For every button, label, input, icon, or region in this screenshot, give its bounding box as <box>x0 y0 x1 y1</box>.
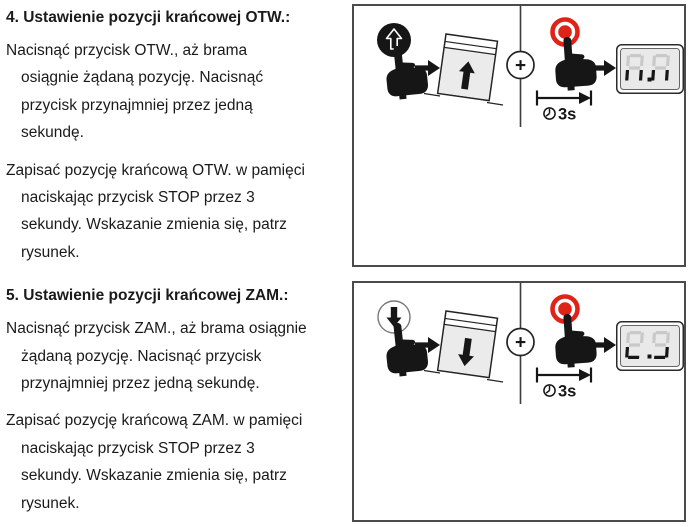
arrow-right-icon <box>591 337 616 353</box>
press-hand-icon <box>555 36 597 91</box>
hold-duration-label: 3s <box>558 106 576 124</box>
duration-arrowhead-icon <box>579 92 591 104</box>
instruction-line: Nacisnąć przycisk OTW., aż brama <box>6 42 248 59</box>
instruction-line: sekundy. Wskazanie zmienia się, patrz <box>21 467 287 485</box>
instruction-line: rysunek. <box>21 494 80 512</box>
plus-icon: + <box>506 50 535 80</box>
seven-segment-display <box>616 321 684 371</box>
instruction-line: sekundy. Wskazanie zmienia się, patrz <box>21 216 287 234</box>
instruction-line: Nacisnąć przycisk ZAM., aż brama osiągni… <box>6 320 307 338</box>
svg-text:+: + <box>515 333 526 354</box>
section-heading: 4. Ustawienie pozycji krańcowej OTW.: <box>6 9 291 26</box>
press-hand-icon <box>555 313 597 368</box>
instruction-line: rysunek. <box>21 243 80 261</box>
instruction-paragraph: Nacisnąć przycisk OTW., aż brama osiągni… <box>6 37 350 147</box>
otw-diagram: + 3s <box>377 6 684 127</box>
instruction-line: naciskając przycisk STOP przez 3 <box>21 189 255 207</box>
instructions-column: 4. Ustawienie pozycji krańcowej OTW.: Na… <box>6 4 350 517</box>
diagram-panel-otw: + 3s <box>352 4 686 267</box>
plus-icon: + <box>506 327 535 357</box>
display-digit <box>625 331 644 359</box>
door-down-icon <box>423 310 504 383</box>
instruction-paragraph: Zapisać pozycję krańcową ZAM. w pamięci … <box>6 407 350 517</box>
clock-icon <box>543 107 556 120</box>
instruction-paragraph: Nacisnąć przycisk ZAM., aż brama osiągni… <box>6 315 350 397</box>
clock-icon <box>543 384 556 397</box>
svg-text:+: + <box>515 56 526 77</box>
instruction-line: przycisk przynajmniej przez jedną <box>21 96 253 114</box>
instruction-section-5: 5. Ustawienie pozycji krańcowej ZAM.: Na… <box>6 282 350 517</box>
hold-duration-label: 3s <box>558 383 576 401</box>
display-digit <box>652 331 670 359</box>
press-hand-icon <box>386 45 428 100</box>
instruction-line: naciskając przycisk STOP przez 3 <box>21 439 255 457</box>
section-heading: 5. Ustawienie pozycji krańcowej ZAM.: <box>6 287 289 305</box>
instruction-line: Zapisać pozycję krańcową OTW. w pamięci <box>6 161 305 179</box>
zam-diagram: + 3s <box>377 283 684 404</box>
arrow-right-icon <box>415 60 440 76</box>
duration-arrowhead-icon <box>579 369 591 381</box>
press-hand-icon <box>386 322 428 377</box>
arrow-right-icon <box>415 337 440 353</box>
display-decimal-point <box>647 354 652 359</box>
instruction-line: żądaną pozycję. Nacisnąć przycisk <box>21 347 262 365</box>
instruction-line: Zapisać pozycję krańcową ZAM. w pamięci <box>6 412 303 430</box>
display-digit <box>651 54 670 81</box>
instruction-section-4: 4. Ustawienie pozycji krańcowej OTW.: Na… <box>6 4 350 266</box>
diagram-panel-zam: + 3s <box>352 281 686 522</box>
instruction-paragraph: Zapisać pozycję krańcową OTW. w pamięci … <box>6 157 350 267</box>
instruction-line: osiągnie żądaną pozycję. Nacisnąć <box>21 69 264 87</box>
display-decimal-point <box>647 77 652 82</box>
close-down-button-icon <box>377 300 411 334</box>
door-up-icon <box>423 33 504 106</box>
instruction-line: przynajmniej przez jedną sekundę. <box>21 375 260 393</box>
instruction-line: sekundę. <box>21 124 84 142</box>
arrow-right-icon <box>591 60 616 76</box>
seven-segment-display <box>616 44 684 94</box>
display-digit <box>625 54 644 81</box>
